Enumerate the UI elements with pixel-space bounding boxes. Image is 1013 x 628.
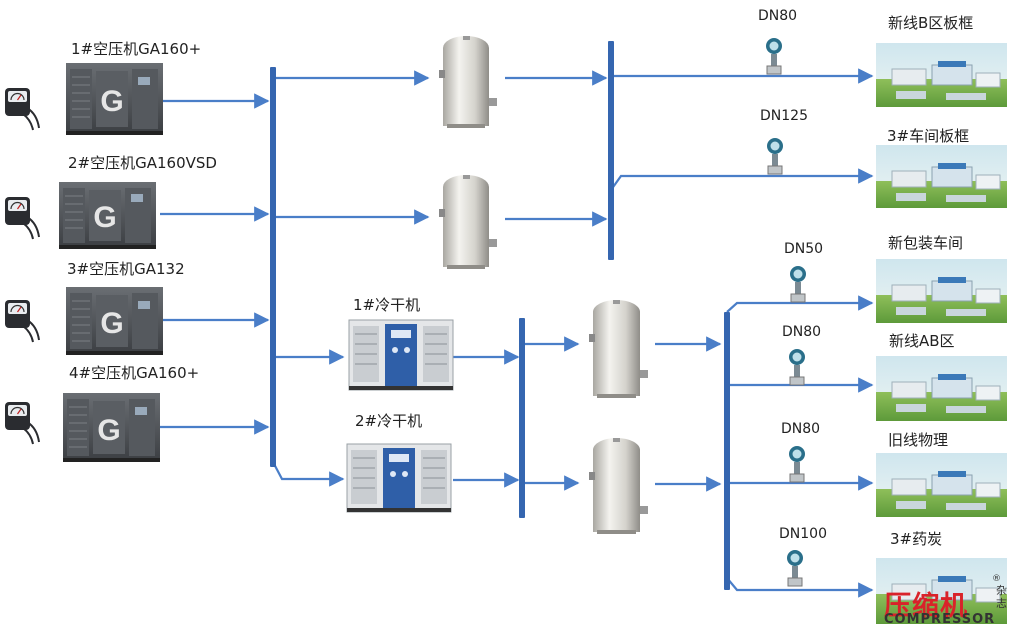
compressor-label-1: 1#空压机GA160+: [71, 40, 202, 58]
factory-image: [876, 43, 1007, 107]
destination-label-6: 3#药炭: [890, 530, 943, 548]
controller-icon: [5, 300, 40, 343]
dryers: [346, 319, 454, 513]
factory-image: [876, 356, 1007, 421]
flowmeter-size-1: DN80: [758, 8, 798, 24]
flowmeter-icon: [790, 266, 806, 303]
air-receiver-tank-3: [589, 300, 648, 398]
air-receiver-tank-2: [439, 175, 497, 269]
destination-label-5: 旧线物理: [888, 431, 949, 449]
compressor-unit-3: G: [66, 287, 163, 355]
compressor-label-2: 2#空压机GA160VSD: [68, 154, 217, 172]
pipe-h4-dest3: [726, 295, 874, 313]
refrigerated-dryer-2: [346, 443, 452, 513]
controller-icon: [5, 88, 40, 131]
controller-icon: [5, 197, 40, 240]
refrigerated-dryer-1: [348, 319, 454, 391]
pipe-h2-dest2: [610, 168, 874, 191]
compressors: G G G: [59, 63, 163, 462]
header-bar-1: [270, 67, 276, 467]
destination-label-3: 新包装车间: [888, 234, 964, 252]
compressor-logo: G: [100, 85, 123, 118]
pipes: [160, 68, 874, 598]
factory-image: [876, 259, 1007, 323]
header-bar-4: [724, 312, 730, 590]
dryer-label-2: 2#冷干机: [355, 412, 423, 430]
factory-image: [876, 558, 1007, 624]
compressor-logo: G: [93, 201, 116, 234]
air-receiver-tank-1: [439, 36, 497, 128]
flowmeter-size-3: DN50: [784, 241, 824, 257]
pipe-h4-dest6: [726, 577, 874, 598]
dryer-label-1: 1#冷干机: [353, 296, 421, 314]
watermark-logo-text: 压缩机: [884, 591, 968, 622]
flowmeter-icon: [767, 138, 783, 175]
flowmeter-size-4: DN80: [782, 324, 822, 340]
compressor-label-3: 3#空压机GA132: [67, 260, 185, 278]
controllers: [5, 88, 40, 445]
flowmeter-icon: [787, 550, 803, 587]
header-bar-3: [519, 318, 525, 518]
compressor-unit-2: G: [59, 182, 156, 249]
controller-icon: [5, 402, 40, 445]
pipe-h1-d1: [271, 338, 345, 365]
flowmeter-icon: [766, 38, 782, 75]
tanks: [439, 36, 648, 534]
destination-label-1: 新线B区板框: [888, 14, 974, 32]
flowmeter-icon: [789, 349, 805, 386]
compressor-label-4: 4#空压机GA160+: [69, 364, 200, 382]
flowmeters: [766, 38, 806, 587]
flowmeter-icon: [789, 446, 805, 483]
flowmeter-size-2: DN125: [760, 108, 808, 124]
watermark-side-text: 杂志: [996, 584, 1007, 610]
compressor-logo: G: [97, 414, 120, 447]
compressor-unit-4: G: [63, 393, 160, 462]
headers: [270, 41, 730, 590]
compressor-unit-1: G: [66, 63, 163, 135]
compressor-logo: G: [100, 307, 123, 340]
watermark-registered-mark: ®: [992, 574, 1001, 584]
watermark-english-text: COMPRESSOR: [884, 612, 996, 627]
flowmeter-size-6: DN100: [779, 526, 827, 542]
factory-images: [876, 43, 1007, 624]
flowmeter-size-5: DN80: [781, 421, 821, 437]
factory-image: [876, 145, 1007, 208]
air-receiver-tank-4: [589, 438, 648, 534]
pipe-h1-d2: [272, 461, 345, 487]
header-bar-2: [608, 41, 614, 260]
destination-label-2: 3#车间板框: [887, 127, 970, 145]
factory-image: [876, 453, 1007, 517]
destination-label-4: 新线AB区: [889, 332, 955, 350]
